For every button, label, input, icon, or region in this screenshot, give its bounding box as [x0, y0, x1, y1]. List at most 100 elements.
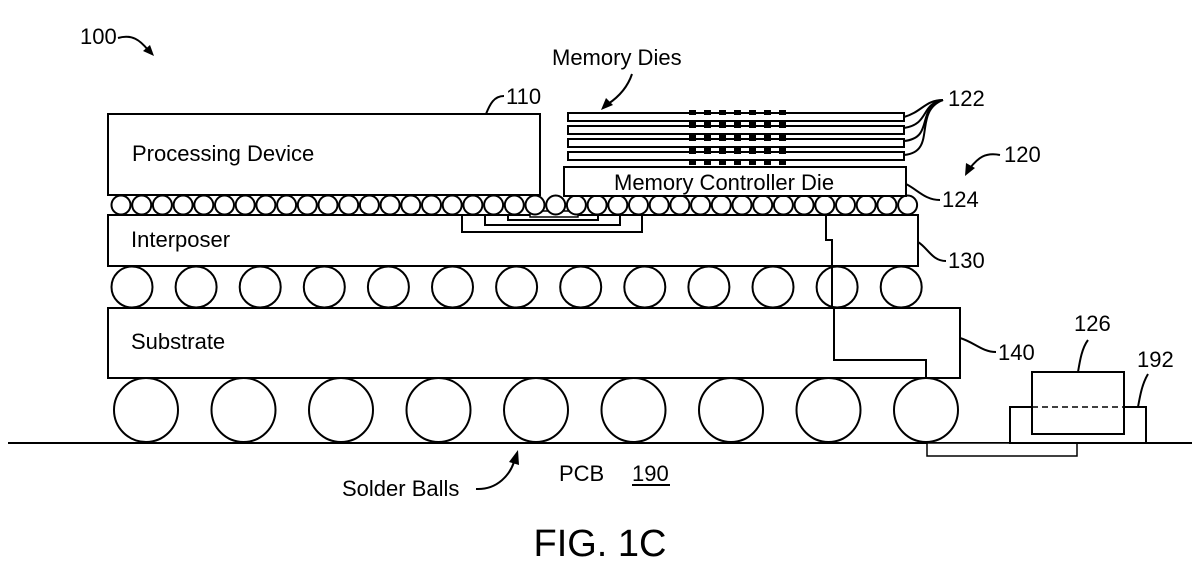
memory-controller-die-label: Memory Controller Die: [614, 170, 834, 195]
interposer-bridge-inner: [484, 215, 621, 226]
solder-ball-large: [893, 377, 959, 443]
tsv-mark: [779, 123, 786, 128]
solder-ball-medium: [687, 265, 731, 309]
ref-110-leader: [485, 95, 505, 115]
interposer-bridge: [461, 215, 643, 233]
solder-ball-medium: [815, 265, 859, 309]
microbump: [503, 194, 525, 216]
tsv-mark: [719, 136, 726, 141]
tsv-mark: [779, 149, 786, 154]
microbump: [793, 194, 815, 216]
interposer-bridge-core: [507, 215, 599, 221]
tsv-mark: [779, 160, 786, 165]
microbump: [193, 194, 215, 216]
tsv-mark: [779, 136, 786, 141]
solder-ball-large: [600, 377, 667, 443]
solder-ball-medium: [559, 265, 603, 309]
microbump: [524, 194, 546, 216]
ref-100-arrow: [117, 35, 149, 51]
solder-ball-large: [795, 377, 862, 443]
ref-124-leader: [905, 183, 941, 201]
tsv-mark: [764, 110, 771, 115]
microbump: [214, 194, 235, 216]
microbump: [317, 194, 339, 216]
tsv-mark: [734, 110, 741, 115]
solder-ball-medium: [366, 265, 410, 309]
tsv-mark: [749, 160, 756, 165]
memory-controller-die-block: [563, 166, 907, 197]
ref-120-arrowhead: [965, 163, 975, 176]
pcb-label: PCB: [559, 461, 604, 486]
microbump: [151, 194, 173, 216]
solder-balls-arrowhead: [509, 450, 519, 465]
tsv-mark: [689, 149, 696, 154]
tsv-mark: [689, 136, 696, 141]
tsv-mark: [689, 160, 696, 165]
microbump: [358, 194, 380, 216]
ref-100-arrowhead: [143, 45, 154, 56]
microbump: [648, 194, 670, 216]
tsv-mark: [689, 123, 696, 128]
microbump: [255, 194, 277, 216]
solder-ball-medium: [623, 265, 667, 309]
ref-140-leader: [959, 337, 997, 353]
microbump: [565, 194, 587, 216]
ref-130-leader: [917, 241, 947, 262]
tsv-mark: [734, 160, 741, 165]
ref-190: 190: [632, 461, 669, 486]
microbump: [835, 194, 856, 216]
processing-device-label: Processing Device: [132, 141, 314, 166]
tsv-mark: [689, 110, 696, 115]
microbump: [855, 194, 877, 216]
solder-ball-large: [405, 377, 472, 443]
solder-ball-large: [503, 377, 569, 443]
microbump: [628, 194, 649, 216]
solder-balls-label: Solder Balls: [342, 476, 459, 501]
tsv-mark: [719, 123, 726, 128]
solder-ball-medium: [174, 265, 218, 309]
ref-192-leader: [1137, 373, 1149, 408]
tsv-mark: [749, 149, 756, 154]
microbump: [545, 194, 567, 216]
solder-ball-medium: [110, 265, 154, 309]
tsv-mark: [749, 110, 756, 115]
tsv-mark: [704, 136, 711, 141]
tsv-mark: [764, 160, 771, 165]
solder-ball-row-large: [113, 377, 959, 443]
solder-ball-large: [113, 377, 179, 443]
microbump: [669, 194, 691, 216]
microbump: [421, 194, 442, 216]
ref-140: 140: [998, 340, 1035, 365]
ref-120-arrow: [969, 153, 1001, 169]
microbump: [710, 194, 732, 216]
tsv-mark: [719, 110, 726, 115]
tsv-mark: [749, 136, 756, 141]
tsv-mark: [704, 149, 711, 154]
external-component-hidden-outline: [1031, 406, 1125, 435]
solder-ball-large: [308, 377, 374, 443]
ref-124: 124: [942, 187, 979, 212]
microbump: [607, 194, 629, 216]
ref-110: 110: [506, 84, 541, 109]
ref-126: 126: [1074, 311, 1111, 336]
through-silicon-vias: [689, 110, 786, 165]
ref-120: 120: [1004, 142, 1041, 167]
processing-device-block: [107, 113, 541, 196]
microbump: [296, 194, 318, 216]
tsv-mark: [734, 149, 741, 154]
microbump: [441, 194, 463, 216]
solder-balls-leader: [475, 461, 515, 491]
tsv-mark: [779, 110, 786, 115]
figure-caption: FIG. 1C: [533, 523, 666, 565]
microbump: [400, 194, 422, 216]
solder-ball-large: [210, 377, 277, 443]
solder-ball-medium: [495, 265, 539, 309]
microbump: [483, 194, 505, 216]
tsv-mark: [719, 149, 726, 154]
solder-ball-row-medium: [110, 265, 923, 309]
microbump: [731, 194, 753, 216]
external-component-block: [1031, 371, 1125, 435]
substrate-label: Substrate: [131, 329, 225, 354]
tsv-mark: [764, 136, 771, 141]
